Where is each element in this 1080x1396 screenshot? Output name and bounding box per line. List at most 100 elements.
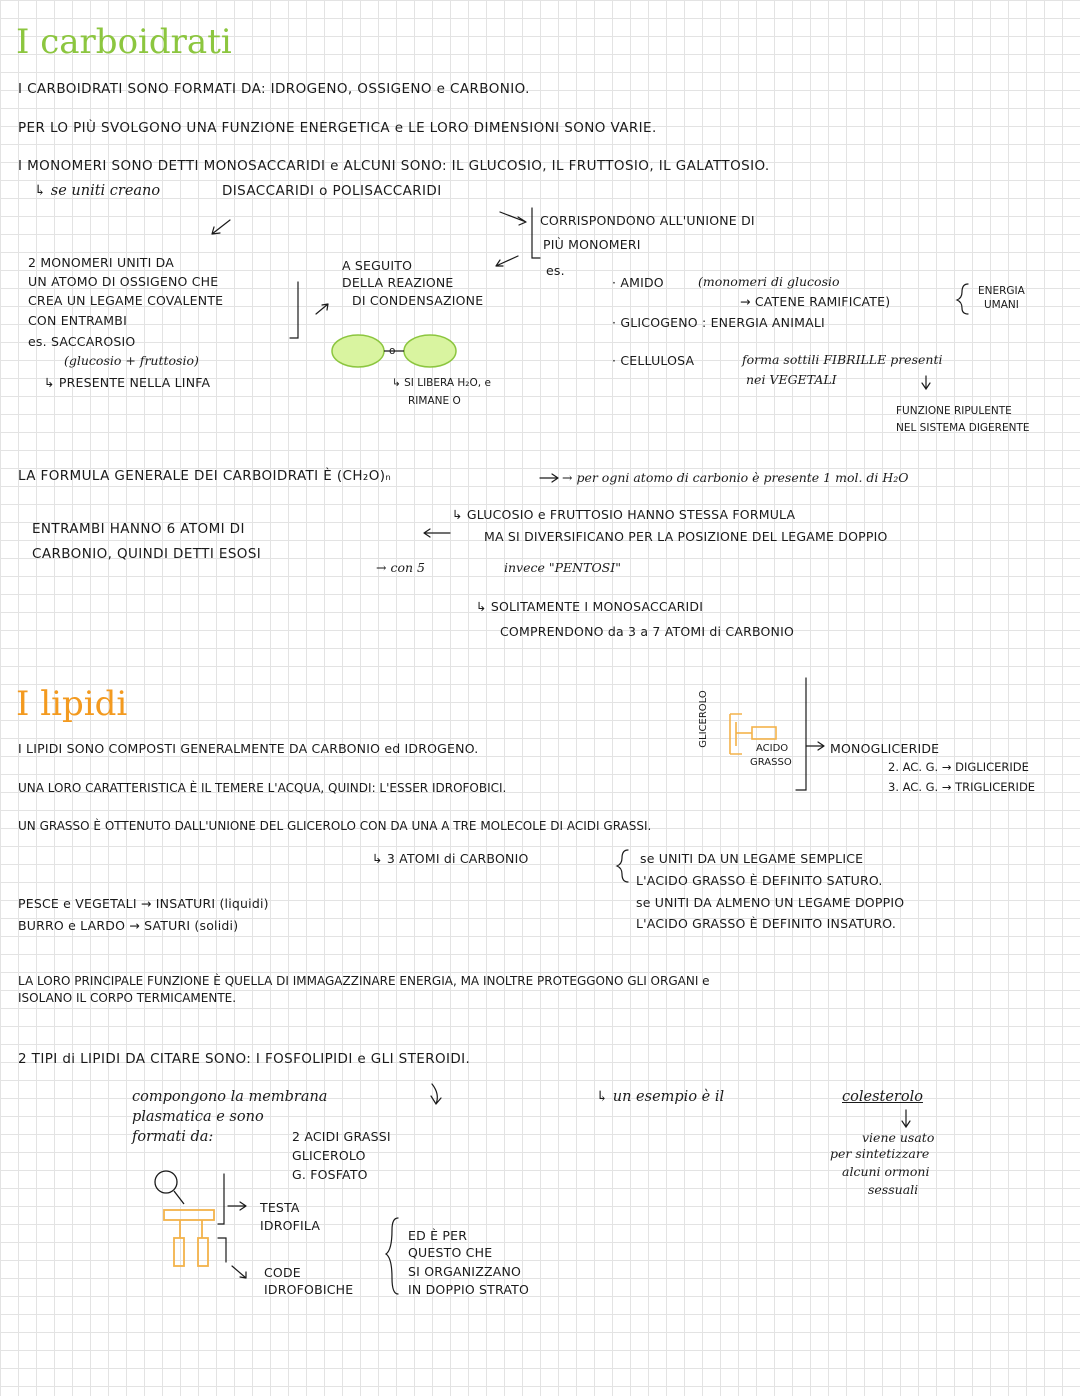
arrow-code — [231, 1265, 247, 1279]
arrow-to-polisaccaridi — [499, 211, 527, 226]
cellulosa-fun-1: FUNZIONE RIPULENTE — [896, 405, 1012, 417]
funzione-1: LA LORO PRINCIPALE FUNZIONE È QUELLA DI … — [18, 974, 710, 988]
digliceride: 2. AC. G. → DIGLICERIDE — [888, 760, 1029, 774]
fosfo-3a: formati da: — [132, 1129, 214, 1145]
lipidi-line-3: UN GRASSO È OTTENUTO DALL'UNIONE DEL GLI… — [18, 819, 652, 833]
doppio-1: ED È PER — [408, 1228, 468, 1243]
carbo-line-1: I CARBOIDRATI SONO FORMATI DA: IDROGENO,… — [18, 81, 530, 97]
burro-lardo: BURRO e LARDO → SATURI (solidi) — [18, 918, 239, 933]
arrow-testa — [227, 1201, 247, 1211]
amido-note: (monomeri di glucosio — [698, 274, 840, 289]
gluc-fru-2: MA SI DIVERSIFICANO PER LA POSIZIONE DEL… — [484, 529, 888, 544]
doppio-4: IN DOPPIO STRATO — [408, 1282, 530, 1297]
arrow-colesterolo — [901, 1109, 911, 1129]
cellulosa-note: forma sottili FIBRILLE presenti — [742, 352, 943, 367]
disaccharide-sketch — [331, 334, 457, 368]
glicerolo-bracket — [795, 677, 807, 791]
steroidi-b: colesterolo — [842, 1089, 923, 1105]
doppio-brace — [384, 1217, 399, 1295]
pentosi-a: → con 5 — [376, 560, 425, 575]
glycerol-sketch — [729, 713, 777, 755]
saturo-2: L'ACIDO GRASSO È DEFINITO SATURO. — [636, 873, 883, 888]
lipidi-line-1: I LIPIDI SONO COMPOSTI GENERALMENTE DA C… — [18, 741, 479, 756]
di-bracket — [289, 281, 299, 339]
insaturo-1: se UNITI DA ALMENO UN LEGAME DOPPIO — [636, 895, 905, 910]
tre-carbonio: ↳ 3 ATOMI di CARBONIO — [372, 851, 529, 866]
di-line-5: es. SACCAROSIO — [28, 334, 136, 349]
cond-line-5: RIMANE O — [408, 395, 461, 407]
phospholipid-glycerol — [163, 1209, 215, 1221]
insaturo-2: L'ACIDO GRASSO È DEFINITO INSATURO. — [636, 916, 896, 931]
carbo-line-3: I MONOMERI SONO DETTI MONOSACCARIDI e AL… — [18, 158, 770, 174]
pesce-vegetali: PESCE e VEGETALI → INSATURI (liquidi) — [18, 896, 269, 911]
acido-grasso-2: GRASSO — [750, 757, 792, 768]
amido-catene: → CATENE RAMIFICATE) — [740, 294, 891, 309]
carbo-title: I carboidrati — [16, 22, 232, 62]
head-bracket — [217, 1173, 225, 1225]
arrow-to-mono — [805, 741, 825, 751]
cond-line-1: A SEGUITO — [342, 258, 413, 273]
di-line-6: (glucosio + fruttosio) — [64, 353, 199, 368]
arrow-formula — [539, 473, 559, 483]
formula-note: → per ogni atomo di carbonio è presente … — [562, 470, 909, 485]
fosfo-1: compongono la membrana — [132, 1089, 328, 1105]
code-2: IDROFOBICHE — [264, 1282, 354, 1297]
cellulosa-fun-2: NEL SISTEMA DIGERENTE — [896, 422, 1030, 434]
arrow-fosfo — [430, 1083, 442, 1106]
mono-range-2: COMPRENDONO da 3 a 7 ATOMI di CARBONIO — [500, 624, 795, 639]
cond-line-2: DELLA REAZIONE — [342, 275, 454, 290]
phospholipid-head — [154, 1170, 178, 1194]
phospholipid-sketch — [154, 1170, 215, 1267]
di-line-7: ↳ PRESENTE NELLA LINFA — [44, 375, 211, 390]
cellulosa-note-2: nei VEGETALI — [746, 372, 837, 387]
steroidi-a: ↳ un esempio è il — [596, 1089, 725, 1105]
di-line-4: CON ENTRAMBI — [28, 313, 127, 328]
fosfo-3b: 2 ACIDI GRASSI — [292, 1129, 391, 1144]
doppio-2: QUESTO CHE — [408, 1245, 493, 1260]
di-line-2: UN ATOMO DI OSSIGENO CHE — [28, 274, 219, 289]
esosi-2: CARBONIO, QUINDI DETTI ESOSI — [32, 546, 262, 562]
testa-1: TESTA — [260, 1200, 300, 1215]
cond-line-3: DI CONDENSAZIONE — [352, 293, 484, 308]
tipi-lipidi: 2 TIPI di LIPIDI DA CITARE SONO: I FOSFO… — [18, 1051, 471, 1067]
carbo-line-2: PER LO PIÙ SVOLGONO UNA FUNZIONE ENERGET… — [18, 120, 657, 136]
energia-1: ENERGIA — [978, 285, 1025, 297]
arrow-to-disaccaridi — [211, 219, 231, 235]
arrow-to-esosi — [423, 528, 451, 538]
energia-2: UMANI — [984, 299, 1019, 311]
funzione-2: ISOLANO IL CORPO TERMICAMENTE. — [18, 991, 237, 1005]
di-line-3: CREA UN LEGAME COVALENTE — [28, 293, 224, 308]
arrow-di-to-cond — [315, 303, 329, 315]
steroidi-3: alcuni ormoni — [842, 1164, 930, 1179]
trigliceride: 3. AC. G. → TRIGLICERIDE — [888, 780, 1036, 794]
doppio-3: SI ORGANIZZANO — [408, 1264, 522, 1279]
carbo-line-4b: DISACCARIDI o POLISACCARIDI — [222, 183, 442, 199]
poly-es: es. — [546, 263, 565, 278]
tail-bracket — [217, 1237, 227, 1263]
cellulosa-label: · CELLULOSA — [612, 353, 695, 368]
saturo-1: se UNITI DA UN LEGAME SEMPLICE — [640, 851, 864, 866]
lipidi-title: I lipidi — [16, 684, 128, 724]
amido-label: · AMIDO — [612, 275, 664, 290]
code-1: CODE — [264, 1265, 301, 1280]
glicogeno-line: · GLICOGENO : ENERGIA ANIMALI — [612, 315, 825, 330]
energia-brace — [955, 283, 969, 315]
poly-bracket — [531, 207, 541, 259]
lipidi-line-2: UNA LORO CARATTERISTICA È IL TEMERE L'AC… — [18, 781, 507, 795]
poly-line-1: CORRISPONDONO ALL'UNIONE DI — [540, 213, 755, 228]
arrow-cellulosa — [921, 375, 931, 391]
phospholipid-tail-right — [197, 1237, 209, 1267]
poly-line-2: PIÙ MONOMERI — [543, 237, 641, 252]
steroidi-2: per sintetizzare — [830, 1146, 930, 1161]
di-line-1: 2 MONOMERI UNITI DA — [28, 255, 175, 270]
phospholipid-tail-left — [173, 1237, 185, 1267]
monogliceride: MONOGLICERIDE — [830, 741, 940, 756]
mono-range-1: ↳ SOLITAMENTE I MONOSACCARIDI — [476, 599, 704, 614]
fosfo-4: GLICEROLO — [292, 1148, 366, 1163]
saturo-brace — [615, 849, 629, 883]
gluc-fru-1: ↳ GLUCOSIO e FRUTTOSIO HANNO STESSA FORM… — [452, 507, 796, 522]
arrow-poly-to-cond — [495, 255, 519, 267]
cond-line-4: ↳ SI LIBERA H₂O, e — [392, 377, 491, 389]
esosi-1: ENTRAMBI HANNO 6 ATOMI DI — [32, 521, 245, 537]
